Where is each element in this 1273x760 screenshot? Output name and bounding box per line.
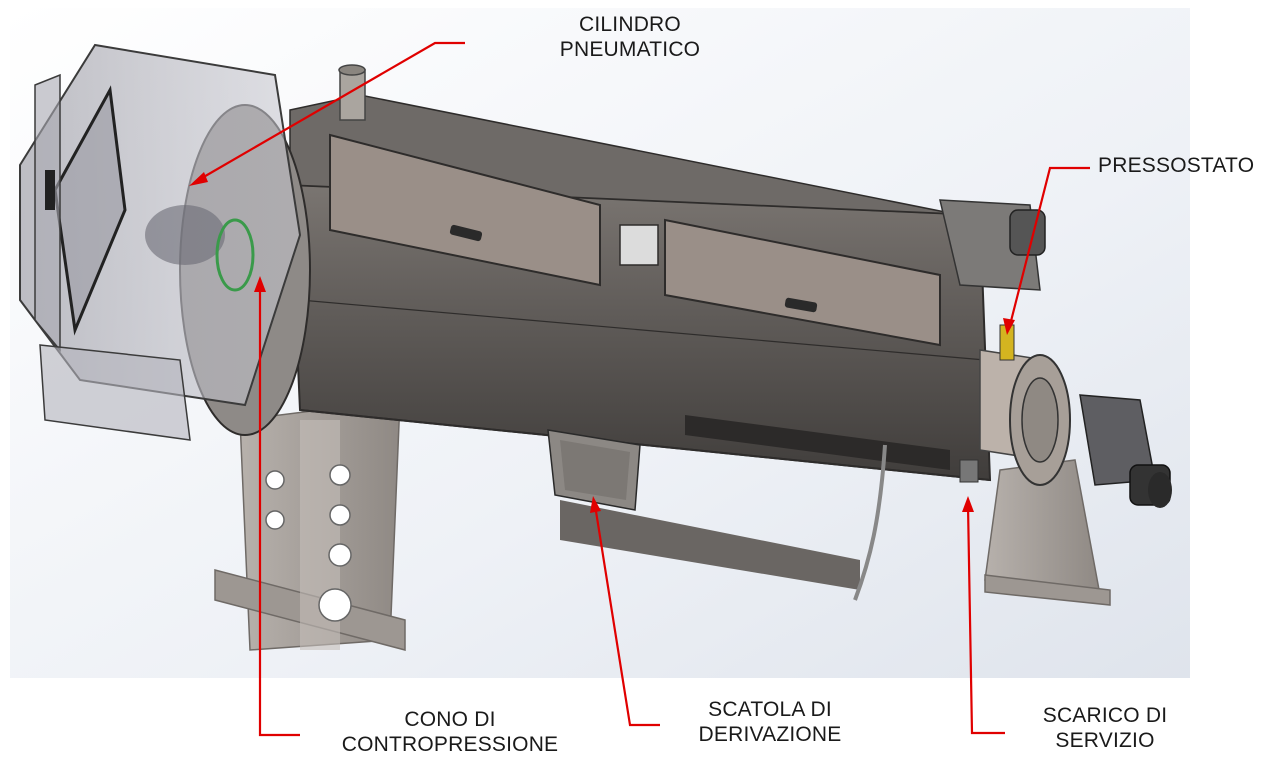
label-cono-di-contropressione: CONO DI CONTROPRESSIONE <box>330 707 570 757</box>
access-panel-right <box>664 218 941 347</box>
label-cilindro-line1: CILINDRO <box>579 13 681 36</box>
leader-cilindro-arrow <box>189 172 208 186</box>
leader-scarico-arrow <box>962 496 974 512</box>
leader-scatola-arrow <box>590 496 601 513</box>
glass-hood <box>19 43 302 441</box>
service-drain <box>959 459 979 483</box>
top-pipe <box>338 64 366 121</box>
label-scatola-line2: DERIVAZIONE <box>698 723 842 746</box>
side-hose <box>853 444 887 601</box>
leader-cilindro <box>194 41 465 183</box>
center-window <box>619 224 659 266</box>
left-stand <box>214 399 406 651</box>
label-scarico-di-servizio: SCARICO DI SERVIZIO <box>1010 703 1200 753</box>
label-scatola-di-derivazione: SCATOLA DI DERIVAZIONE <box>660 697 880 747</box>
label-cono-line1: CONO DI <box>404 708 496 731</box>
leader-lines <box>189 41 1090 737</box>
label-cono-line2: CONTROPRESSIONE <box>341 733 559 756</box>
leader-pressostato-arrow <box>1003 318 1015 335</box>
label-cilindro-line2: PNEUMATICO <box>559 38 701 61</box>
outlet-drum <box>979 349 1071 486</box>
label-pressostato: PRESSOSTATO <box>1098 153 1268 178</box>
leader-scatola <box>593 504 660 727</box>
label-scarico-line1: SCARICO DI <box>1042 704 1168 727</box>
motor <box>1079 394 1172 508</box>
leader-cono-arrow <box>254 276 266 292</box>
label-scatola-line1: SCATOLA DI <box>708 698 832 721</box>
leader-pressostato <box>1008 166 1090 326</box>
base-tray <box>560 500 860 590</box>
label-scarico-line2: SERVIZIO <box>1055 729 1155 752</box>
junction-box <box>547 429 641 511</box>
access-panel-left <box>329 133 601 287</box>
label-cilindro-pneumatico: CILINDRO PNEUMATICO <box>540 12 720 62</box>
label-pressostato-line1: PRESSOSTATO <box>1098 154 1255 177</box>
leader-scarico <box>966 504 1005 735</box>
leader-cono <box>258 285 300 737</box>
